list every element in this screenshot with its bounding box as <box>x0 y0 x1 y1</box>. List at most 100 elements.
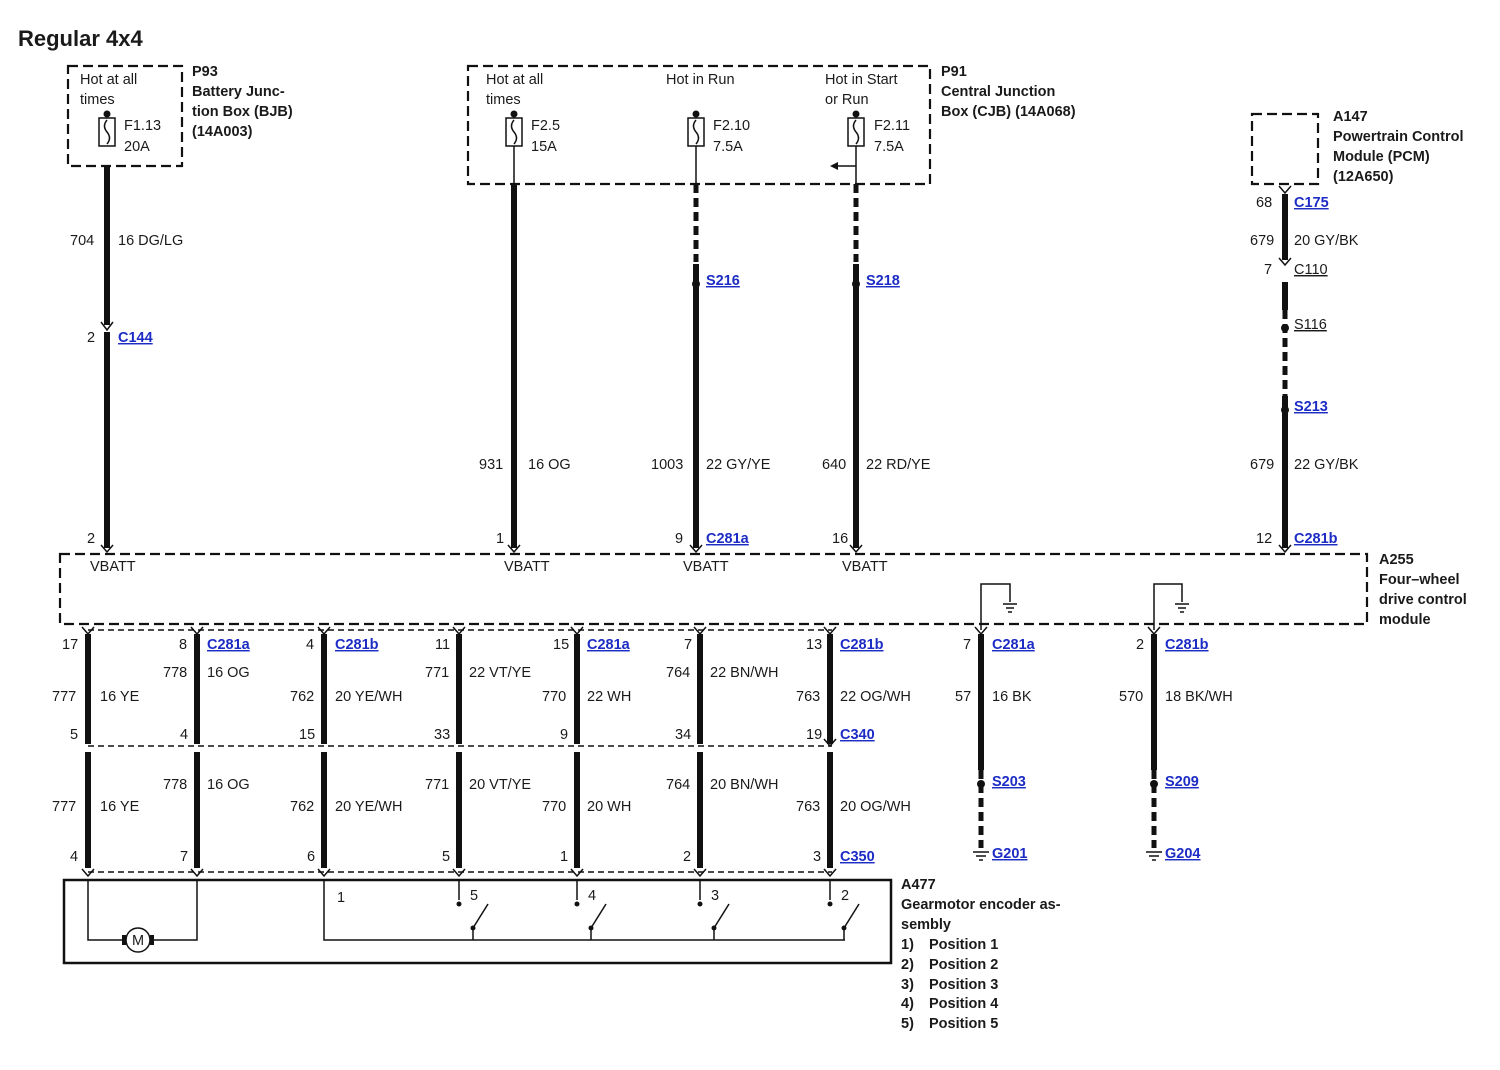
wire-1003-spec: 22 GY/YE <box>706 457 771 473</box>
p93-fuse-terminal <box>103 110 111 118</box>
wire-777-circuit-lower: 777 <box>52 799 76 815</box>
a255-vbatt-2: VBATT <box>504 559 550 575</box>
wire-1003-pin: 9 <box>675 531 683 547</box>
a477-gearmotor-encoder-assembly: M 1 5 4 3 2 A477 Gearmotor encoder as- s… <box>62 877 1061 1032</box>
ground-g204-link[interactable]: G204 <box>1165 846 1200 862</box>
motor-brush-right <box>150 935 154 945</box>
wire-762-circuit-upper: 762 <box>290 689 314 705</box>
connector-c110-arrow <box>1278 257 1292 267</box>
wire-679-arrow <box>1278 544 1292 554</box>
legend-num-3: 3) <box>901 977 914 993</box>
wire-778-pin-mid: 4 <box>180 727 188 743</box>
wire-778-spec-lower: 16 OG <box>207 777 250 793</box>
splice-s203-link[interactable]: S203 <box>992 774 1026 790</box>
wire-764-spec-upper: 22 BN/WH <box>710 665 779 681</box>
wire-764-circuit-upper: 764 <box>666 665 690 681</box>
wire-771-arrow-bottom <box>452 868 466 878</box>
splice-s213-link[interactable]: S213 <box>1294 399 1328 415</box>
ground-g201-icon <box>973 851 989 861</box>
wire-764-spec-lower: 20 BN/WH <box>710 777 779 793</box>
p91-fuse-c-id: F2.11 <box>874 118 910 134</box>
splice-s116-dot <box>1281 324 1289 332</box>
wire-764-pin-bottom: 2 <box>683 849 691 865</box>
p91-hot-a-2: times <box>486 92 521 108</box>
p91-fuse-b-element <box>692 119 700 145</box>
wire-1003-circuit: 1003 <box>651 457 683 473</box>
connector-c175-link[interactable]: C175 <box>1294 195 1329 211</box>
connector-c144-arrow <box>100 321 114 332</box>
switch-4-blade <box>590 903 607 929</box>
motor-label: M <box>132 933 144 949</box>
wire-640-pin: 16 <box>832 531 848 547</box>
connector-c281b-top-link[interactable]: C281b <box>1294 531 1338 547</box>
p93-hot-label-2: times <box>80 92 115 108</box>
connector-c144-link[interactable]: C144 <box>118 330 153 346</box>
connector-c281b-link-3[interactable]: C281b <box>1165 637 1209 653</box>
connector-c281a-link-3[interactable]: C281a <box>992 637 1036 653</box>
p93-fuse-id: F1.13 <box>124 118 161 134</box>
wire-770-pin-mid: 9 <box>560 727 568 743</box>
wire-57-spec: 16 BK <box>992 689 1032 705</box>
p93-fuse-icon <box>98 117 116 147</box>
wire-777-pin-mid: 5 <box>70 727 78 743</box>
connector-c340-link[interactable]: C340 <box>840 727 875 743</box>
wire-778-circuit-upper: 778 <box>163 665 187 681</box>
wire-570-circuit: 570 <box>1119 689 1143 705</box>
connector-c281b-link-2[interactable]: C281b <box>840 637 884 653</box>
connector-c281a-top-link[interactable]: C281a <box>706 531 750 547</box>
wire-704-circuit: 704 <box>70 233 94 249</box>
wire-704: 704 16 DG/LG 2 C144 2 <box>70 166 183 554</box>
a255-vbatt-1: VBATT <box>90 559 136 575</box>
p93-hot-label-1: Hot at all <box>80 72 137 88</box>
wire-1003: S216 1003 22 GY/YE 9 C281a <box>651 146 771 554</box>
connector-c281b-link-1[interactable]: C281b <box>335 637 379 653</box>
splice-s209-link[interactable]: S209 <box>1165 774 1199 790</box>
wire-764-arrow-bottom <box>693 868 707 878</box>
splice-s218-link[interactable]: S218 <box>866 273 900 289</box>
a147-id: A147 <box>1333 109 1368 125</box>
wire-763-circuit-lower: 763 <box>796 799 820 815</box>
p91-fuse-b-id: F2.10 <box>713 118 750 134</box>
wire-763-spec-upper: 22 OG/WH <box>840 689 911 705</box>
ground-g201-link[interactable]: G201 <box>992 846 1027 862</box>
wire-778-pin-top: 8 <box>179 637 187 653</box>
wire-770-spec-lower: 20 WH <box>587 799 631 815</box>
wire-770-pin-top: 15 <box>553 637 569 653</box>
legend-text-2: Position 2 <box>929 957 998 973</box>
legend-text-1: Position 1 <box>929 937 998 953</box>
connector-c281a-link-1[interactable]: C281a <box>207 637 251 653</box>
p91-fuse-c-element <box>852 119 860 145</box>
a477-name-1: Gearmotor encoder as- <box>901 897 1061 913</box>
wire-1003-arrow <box>689 544 703 554</box>
wire-764-circuit-lower: 764 <box>666 777 690 793</box>
wire-679-circuit-b: 679 <box>1250 457 1274 473</box>
a147-name-3: (12A650) <box>1333 169 1394 185</box>
wire-763: 13 C281b 763 22 OG/WH 19 C340 763 20 OG/… <box>796 626 911 878</box>
wire-763-circuit-upper: 763 <box>796 689 820 705</box>
a147-powertrain-control-module: A147 Powertrain Control Module (PCM) (12… <box>1250 109 1464 186</box>
connector-c281a-link-2[interactable]: C281a <box>587 637 631 653</box>
p91-id: P91 <box>941 64 967 80</box>
wire-770-pin-bottom: 1 <box>560 849 568 865</box>
legend-text-4: Position 4 <box>929 996 998 1012</box>
connector-c350-link[interactable]: C350 <box>840 849 875 865</box>
wire-764: 7 764 22 BN/WH 34 764 20 BN/WH 2 <box>666 626 779 878</box>
p91-fuse-a-amps: 15A <box>531 139 557 155</box>
wire-770-arrow-bottom <box>570 868 584 878</box>
splice-s216-link[interactable]: S216 <box>706 273 740 289</box>
a477-name-2: sembly <box>901 917 951 933</box>
wire-777-pin-bottom: 4 <box>70 849 78 865</box>
wire-679-spec-b: 22 GY/BK <box>1294 457 1359 473</box>
encoder-pin-1: 1 <box>337 890 345 906</box>
p91-box-outline <box>466 64 932 186</box>
switch-3-blade <box>713 903 730 929</box>
wire-640: S218 640 22 RD/YE 16 <box>822 146 931 554</box>
wire-777-circuit-upper: 777 <box>52 689 76 705</box>
wire-679-pin-mid: 7 <box>1264 262 1272 278</box>
a255-internal-ground-2 <box>1153 583 1183 630</box>
wire-762: 4 C281b 762 20 YE/WH 15 762 20 YE/WH 6 <box>290 626 402 878</box>
wire-777-spec-lower: 16 YE <box>100 799 140 815</box>
connector-c340-arrow <box>823 738 837 748</box>
p91-fuse-c-amps: 7.5A <box>874 139 904 155</box>
p93-box-outline <box>66 64 184 168</box>
